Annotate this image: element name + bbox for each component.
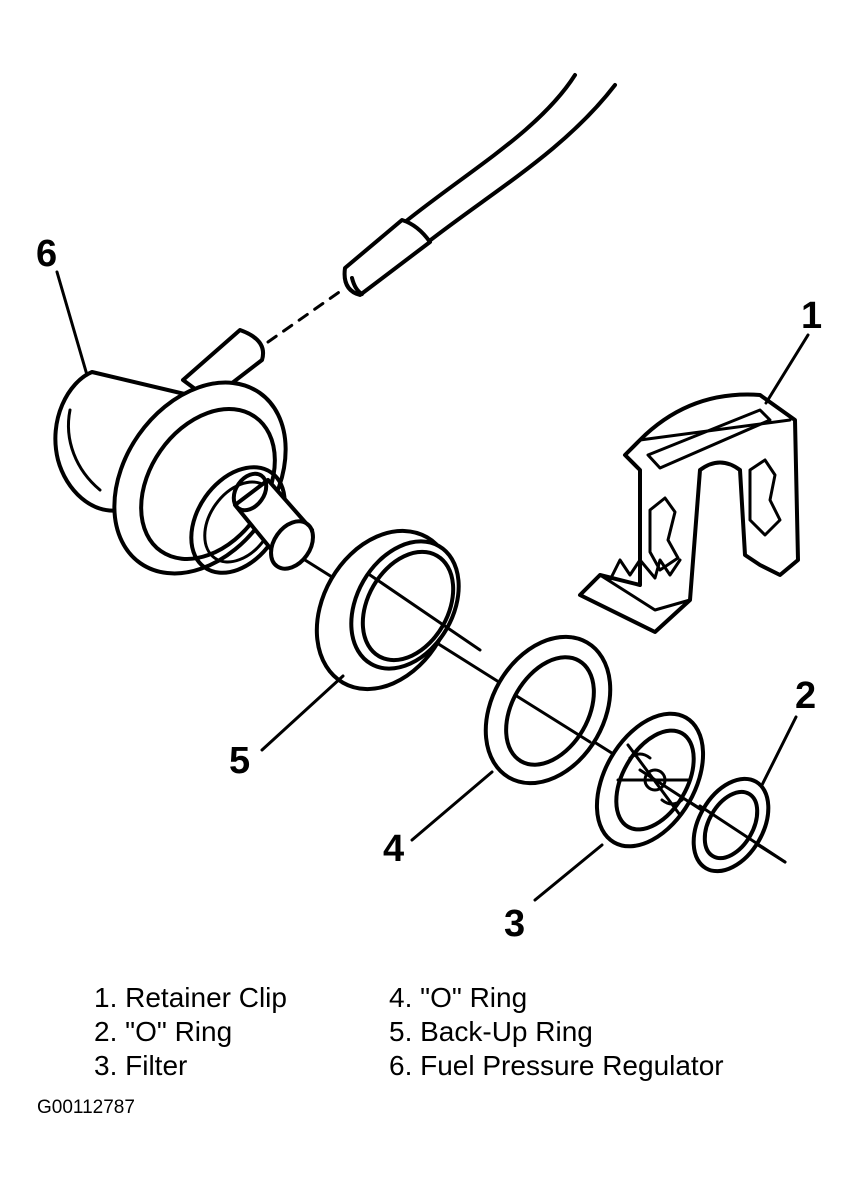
leader-line-2 <box>760 715 798 787</box>
leader-line-5 <box>260 674 345 752</box>
callout-5: 5 <box>229 740 251 782</box>
dashed-hose-line <box>266 286 347 344</box>
fuel-pressure-regulator <box>53 328 315 576</box>
legend-item-retainer-clip: 1. Retainer Clip <box>94 982 287 1013</box>
callout-1: 1 <box>801 295 823 337</box>
filter <box>594 711 722 849</box>
legend-item-back-up-ring: 5. Back-Up Ring <box>389 1016 593 1047</box>
callout-2: 2 <box>795 675 817 717</box>
exploded-view-diagram <box>53 73 810 902</box>
leader-lines <box>55 270 810 902</box>
callout-3: 3 <box>504 903 526 945</box>
leader-line-1 <box>764 333 810 405</box>
legend-column-left: 1. Retainer Clip 2. "O" Ring 3. Filter <box>94 981 287 1083</box>
legend-column-right: 4. "O" Ring 5. Back-Up Ring 6. Fuel Pres… <box>389 981 724 1083</box>
leader-line-3 <box>533 843 604 902</box>
legend-item-fuel-pressure-regulator: 6. Fuel Pressure Regulator <box>389 1050 724 1081</box>
legend-item-filter: 3. Filter <box>94 1050 188 1081</box>
vacuum-hose <box>342 73 617 297</box>
callout-4: 4 <box>383 828 405 870</box>
figure-id: G00112787 <box>37 1097 135 1118</box>
leader-line-6 <box>55 270 89 377</box>
retainer-clip <box>578 392 800 634</box>
legend-item-o-ring-small: 2. "O" Ring <box>94 1016 233 1047</box>
o-ring-large <box>483 634 613 786</box>
callout-6: 6 <box>36 233 58 275</box>
leader-line-4 <box>410 770 494 842</box>
legend-item-o-ring-large: 4. "O" Ring <box>389 982 528 1013</box>
o-ring-small <box>691 776 787 874</box>
back-up-ring <box>314 528 482 692</box>
